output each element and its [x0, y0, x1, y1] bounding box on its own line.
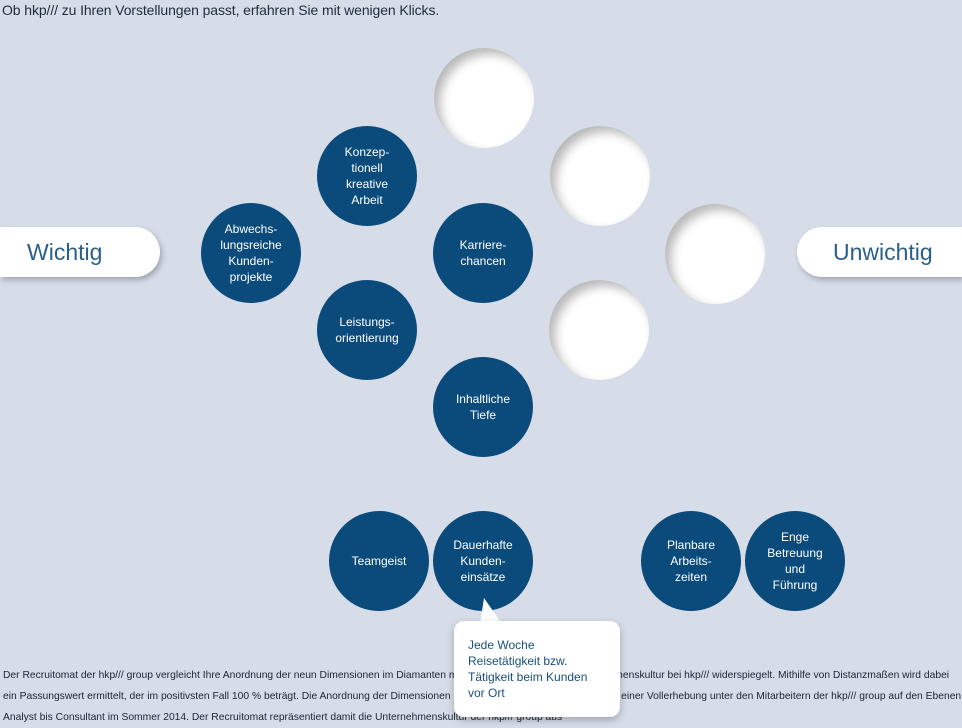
scale-right-text: Unwichtig	[833, 239, 933, 265]
dimension-tooltip: Jede Woche Reisetätigkeit bzw. Tätigkeit…	[454, 621, 620, 717]
dimension-karrierechancen[interactable]: Karriere- chancen	[433, 203, 533, 303]
scale-label-important: Wichtig	[0, 227, 160, 277]
scale-left-text: Wichtig	[27, 239, 103, 265]
diamond-slot-lower-right[interactable]	[549, 280, 649, 380]
diamond-slot-top[interactable]	[434, 48, 534, 148]
dimension-leistungsorientierung[interactable]: Leistungs- orientierung	[317, 280, 417, 380]
intro-text: Ob hkp/// zu Ihren Vorstellungen passt, …	[2, 2, 440, 18]
dimension-enge-betreuung-und-fuehrung[interactable]: Enge Betreuung und Führung	[745, 511, 845, 611]
diamond-slot-upper-right[interactable]	[550, 126, 650, 226]
tooltip-arrow	[480, 598, 502, 624]
dimension-abwechslungsreiche-kundenprojekte[interactable]: Abwechs- lungsreiche Kunden- projekte	[201, 203, 301, 303]
dimension-teamgeist[interactable]: Teamgeist	[329, 511, 429, 611]
dimension-planbare-arbeitszeiten[interactable]: Planbare Arbeits- zeiten	[641, 511, 741, 611]
scale-label-unimportant: Unwichtig	[797, 227, 962, 277]
dimension-inhaltliche-tiefe[interactable]: Inhaltliche Tiefe	[433, 357, 533, 457]
diamond-slot-right[interactable]	[665, 204, 765, 304]
dimension-konzeptionell-kreative-arbeit[interactable]: Konzep- tionell kreative Arbeit	[317, 126, 417, 226]
dimension-dauerhafte-kundeneinsaetze[interactable]: Dauerhafte Kunden- einsätze	[433, 511, 533, 611]
